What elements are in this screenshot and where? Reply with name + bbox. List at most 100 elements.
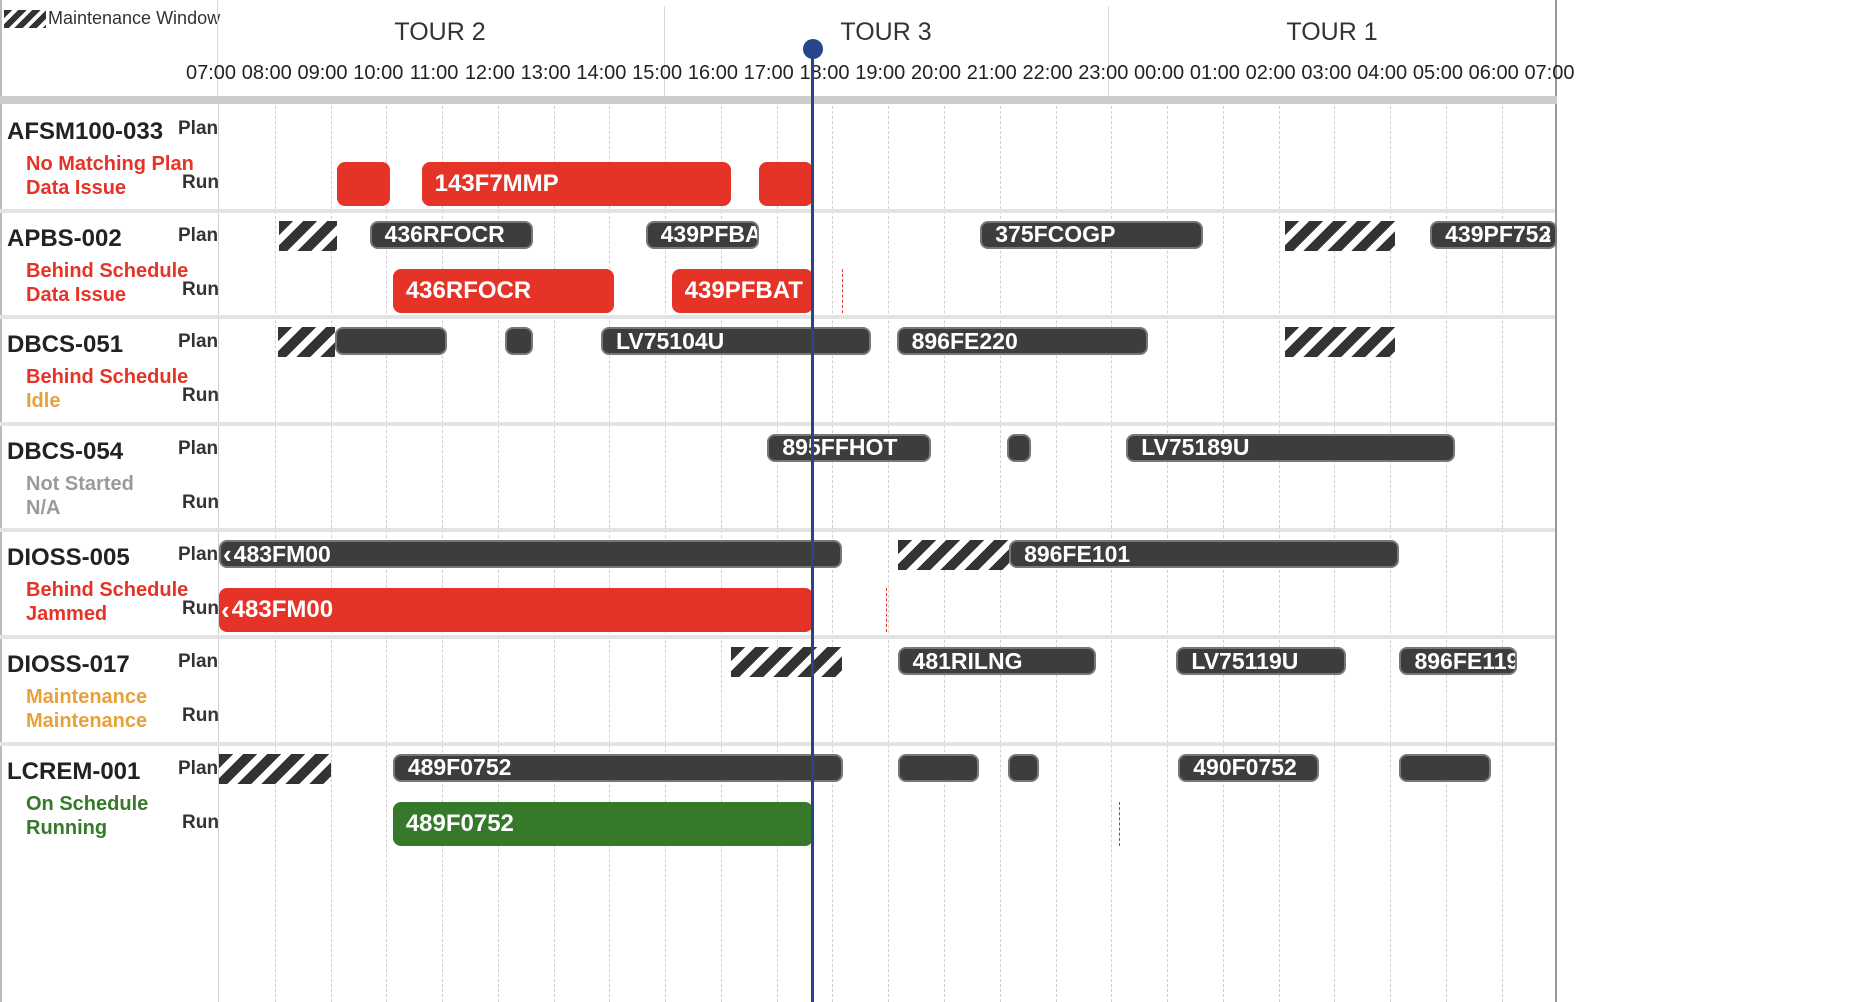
plan-job-bar[interactable]: 481RILNG	[897, 647, 1096, 675]
run-lane-label: Run	[182, 811, 219, 833]
plan-job-bar[interactable]: 436RFOCR	[369, 220, 534, 249]
equipment-name[interactable]: AFSM100-033	[7, 118, 164, 145]
hour-tick-label: 02:00	[1245, 62, 1296, 84]
plan-job-label: 896FE101	[1024, 540, 1131, 567]
hour-tick-label: 11:00	[409, 62, 459, 84]
maintenance-window	[897, 540, 1010, 571]
hour-tick-label: 04:00	[1357, 62, 1408, 84]
row-separator	[0, 528, 1555, 533]
plan-job-label: 490F0752	[1193, 754, 1297, 781]
hour-tick-label: 05:00	[1412, 62, 1463, 84]
hour-tick-label: 13:00	[520, 62, 571, 84]
hour-tick-label: 01:00	[1189, 62, 1240, 84]
plan-job-bar[interactable]: 490F0752	[1178, 753, 1319, 782]
left-border	[0, 0, 2, 1002]
run-job-label: 143F7MMP	[434, 170, 559, 197]
plan-job-bar[interactable]: 439PFBAT	[645, 220, 760, 249]
plan-job-bar[interactable]: LV75119U	[1176, 647, 1347, 675]
equipment-name[interactable]: LCREM-001	[7, 757, 141, 785]
tour-label: TOUR 3	[840, 18, 932, 46]
plan-job-bar[interactable]	[1399, 753, 1491, 782]
hour-gridline	[1501, 106, 1503, 1002]
legend-label: Maintenance Window	[48, 8, 221, 28]
run-job-bar[interactable]: 489F0752	[392, 801, 813, 846]
status-text: Data Issue	[26, 283, 127, 306]
run-job-bar[interactable]: 436RFOCR	[392, 268, 615, 313]
hour-tick-label: 12:00	[464, 62, 515, 84]
status-text: Data Issue	[26, 177, 127, 199]
plan-job-label: LV75119U	[1191, 647, 1299, 674]
hour-tick-label: 17:00	[743, 62, 794, 84]
run-job-label: 489F0752	[405, 809, 514, 837]
hour-tick-label: 16:00	[687, 62, 738, 84]
status-text: Maintenance	[26, 710, 148, 732]
plan-job-bar[interactable]: 439PF752›	[1430, 220, 1558, 249]
hour-tick-label: 07:00	[185, 62, 237, 84]
status-text: Jammed	[26, 603, 108, 626]
equipment-name[interactable]: DBCS-054	[7, 437, 124, 465]
row-separator	[0, 635, 1555, 639]
status-text: N/A	[26, 496, 61, 519]
plan-job-bar[interactable]: ‹483FM00	[219, 540, 842, 569]
maintenance-window	[277, 327, 336, 358]
expected-completion-marker	[841, 268, 843, 313]
hour-tick-label: 21:00	[966, 62, 1017, 84]
run-lane-label: Run	[182, 491, 219, 513]
plan-job-bar[interactable]: 896FE119	[1399, 647, 1517, 675]
equipment-name[interactable]: DBCS-051	[7, 331, 124, 359]
status-text: Behind Schedule	[26, 366, 189, 389]
current-time-handle[interactable]	[802, 39, 823, 59]
hour-tick-label: 20:00	[910, 62, 962, 84]
hour-tick-label: 10:00	[353, 62, 404, 84]
hour-tick-label: 15:00	[632, 62, 683, 84]
run-lane-label: Run	[182, 385, 219, 407]
plan-job-bar[interactable]: 489F0752	[392, 753, 843, 782]
equipment-name[interactable]: DIOSS-005	[7, 544, 130, 572]
run-job-bar[interactable]	[759, 162, 813, 206]
chevron-left-icon: ‹	[221, 595, 230, 626]
plan-job-bar[interactable]	[505, 327, 534, 356]
maintenance-window	[731, 647, 842, 677]
plan-job-bar[interactable]: LV75104U	[601, 327, 871, 356]
plan-job-bar[interactable]: 375FCOGP	[980, 220, 1204, 249]
plan-job-bar[interactable]	[1008, 753, 1039, 782]
plan-job-label: 483FM00	[233, 540, 331, 567]
plan-job-bar[interactable]: 895FFHOT	[767, 433, 931, 462]
plan-job-bar[interactable]: 896FE101	[1009, 540, 1400, 569]
plan-job-label: 375FCOGP	[995, 221, 1116, 248]
status-text: Running	[26, 816, 108, 839]
plan-lane-label: Plan	[178, 224, 219, 246]
maintenance-window	[1285, 220, 1395, 251]
row-separator	[0, 315, 1555, 320]
plan-job-label: 436RFOCR	[384, 221, 505, 248]
plan-lane-label: Plan	[178, 118, 219, 139]
plan-job-bar[interactable]	[897, 753, 980, 782]
hour-tick-label: 07:00	[1524, 62, 1575, 84]
run-job-bar[interactable]: ‹483FM00	[219, 588, 813, 633]
maintenance-window	[279, 220, 338, 251]
run-job-bar[interactable]: 143F7MMP	[421, 162, 732, 206]
tour-label: TOUR 2	[394, 18, 486, 46]
status-text: On Schedule	[26, 792, 149, 815]
hour-gridline	[1445, 106, 1447, 1002]
chevron-left-icon: ‹	[223, 540, 232, 569]
hour-tick-label: 19:00	[855, 62, 906, 84]
current-time-line	[811, 48, 815, 1002]
run-job-bar[interactable]	[337, 162, 390, 206]
plan-job-label: 439PF752	[1445, 221, 1552, 248]
plan-job-bar[interactable]	[335, 327, 447, 356]
plan-lane-label: Plan	[178, 651, 219, 672]
plan-job-bar[interactable]: 896FE220	[896, 327, 1148, 356]
equipment-name[interactable]: APBS-002	[7, 224, 122, 252]
status-text: Behind Schedule	[26, 259, 189, 282]
hour-tick-label: 23:00	[1078, 62, 1129, 84]
plan-job-bar[interactable]	[1007, 433, 1032, 462]
equipment-name[interactable]: DIOSS-017	[7, 651, 130, 678]
plan-job-bar[interactable]: LV75189U	[1126, 433, 1456, 462]
status-text: No Matching Plan	[26, 153, 194, 175]
run-job-bar[interactable]: 439PFBAT	[671, 268, 813, 313]
chevron-right-icon: ›	[1542, 220, 1552, 249]
status-text: Maintenance	[26, 686, 148, 708]
plan-job-label: 481RILNG	[912, 647, 1023, 674]
